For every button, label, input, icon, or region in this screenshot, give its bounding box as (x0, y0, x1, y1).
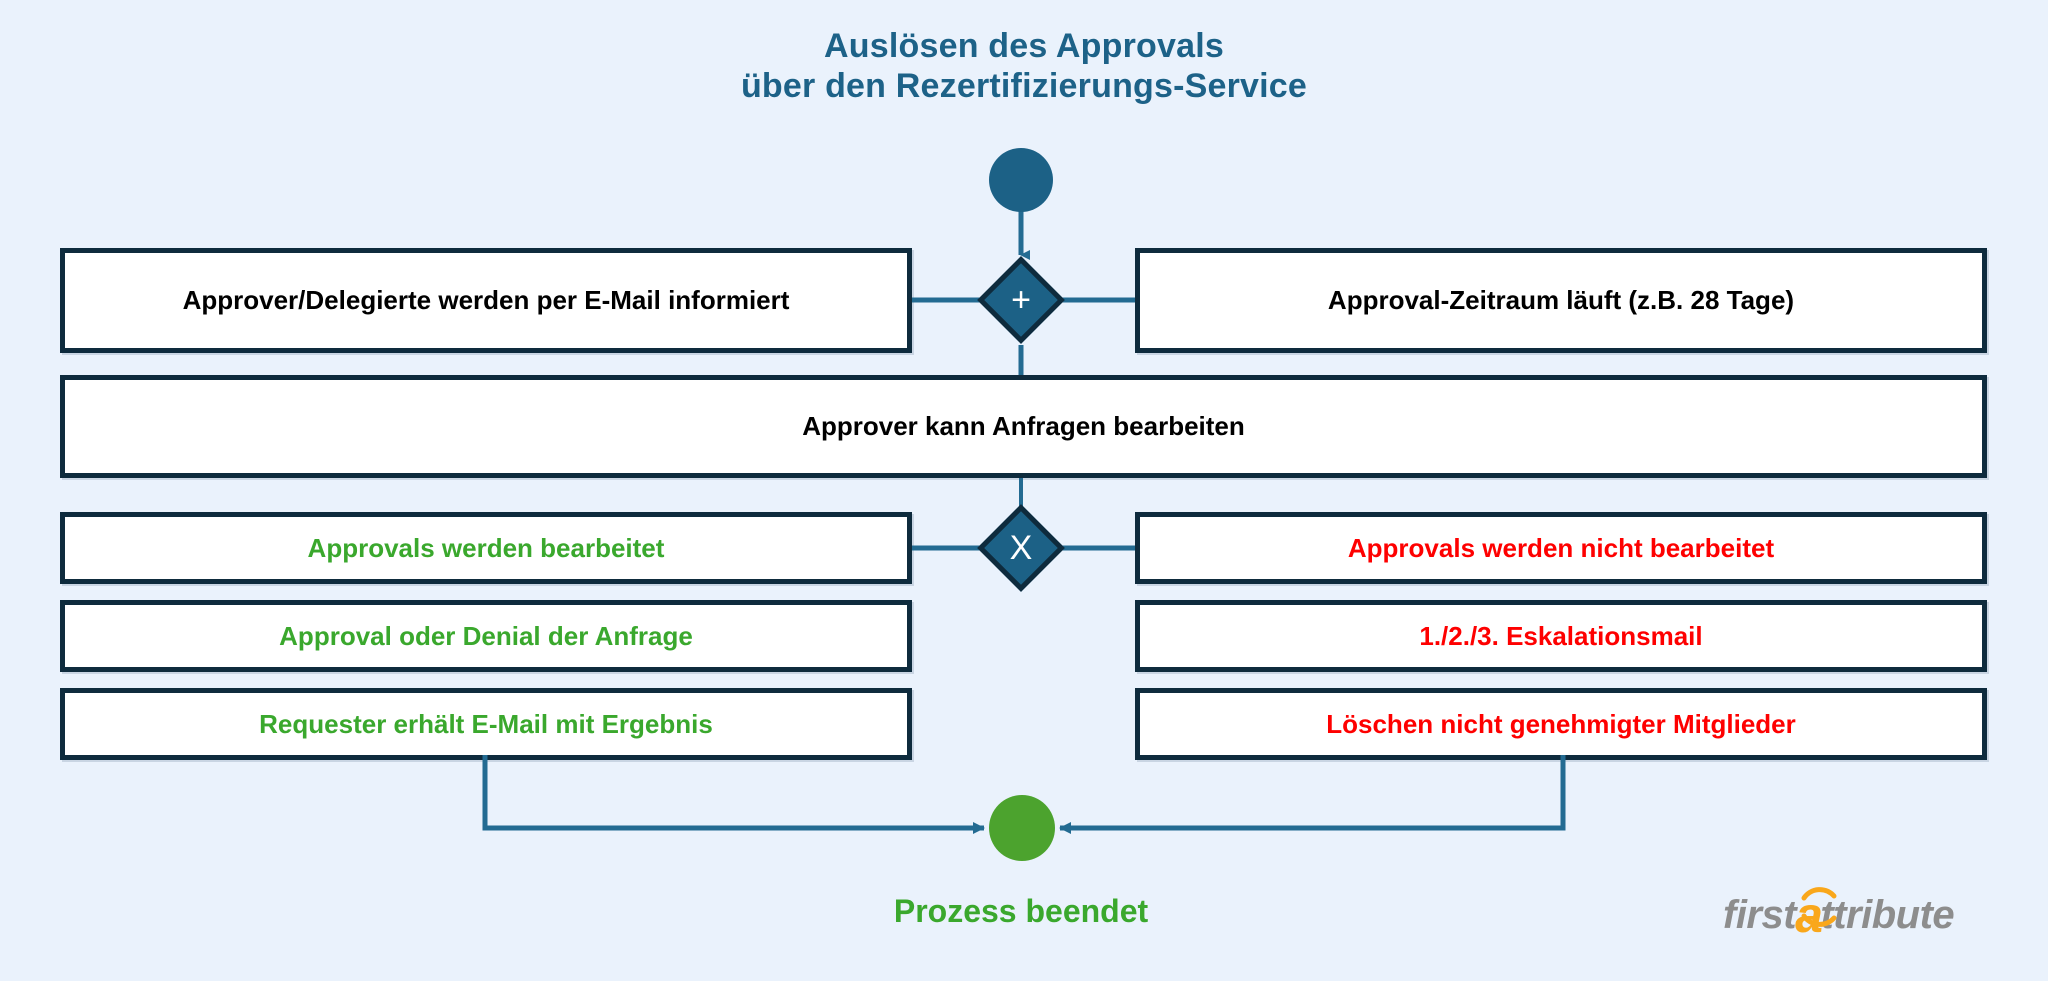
logo-text-first: first (1723, 893, 1797, 937)
flow-left-branch-to-end-event (482, 755, 985, 834)
task-label: Approval-Zeitraum läuft (z.B. 28 Tage) (1327, 285, 1795, 315)
task-label: 1./2./3. Eskalationsmail (1419, 620, 1703, 651)
task-label: Approvals werden nicht bearbeitet (1347, 532, 1775, 563)
task-label: Approvals werden bearbeitet (307, 532, 665, 563)
task-approval-zeitraum[interactable]: Approval-Zeitraum läuft (z.B. 28 Tage) (1135, 248, 1987, 353)
task-eskalationsmail[interactable]: 1./2./3. Eskalationsmail (1135, 600, 1987, 672)
task-approvals-werden-nicht-bearbeitet[interactable]: Approvals werden nicht bearbeitet (1135, 512, 1987, 584)
end-event-node[interactable] (989, 795, 1055, 861)
logo-at-letter: a (1795, 887, 1823, 943)
title-line-2: über den Rezertifizierungs-Service (740, 67, 1308, 106)
at-ring-icon (1801, 887, 1837, 927)
task-approver-delegierte-email[interactable]: Approver/Delegierte werden per E-Mail in… (60, 248, 912, 353)
start-event-node[interactable] (989, 148, 1053, 212)
task-label: Approver kann Anfragen bearbeiten (802, 411, 1245, 441)
at-sign-icon: a (1795, 886, 1837, 944)
logo-text-ttribute: ttribute (1820, 893, 1955, 937)
task-approver-kann-anfragen-bearbeiten[interactable]: Approver kann Anfragen bearbeiten (60, 375, 1987, 478)
task-requester-erhaelt-email[interactable]: Requester erhält E-Mail mit Ergebnis (60, 688, 912, 760)
flow-right-branch-to-end-event (1059, 755, 1566, 834)
task-label: Approver/Delegierte werden per E-Mail in… (182, 285, 790, 315)
task-label: Approval oder Denial der Anfrage (279, 620, 693, 651)
end-event-label: Prozess beendet (893, 893, 1149, 929)
task-approvals-werden-bearbeitet[interactable]: Approvals werden bearbeitet (60, 512, 912, 584)
title-line-1: Auslösen des Approvals (824, 27, 1224, 65)
task-label: Löschen nicht genehmigter Mitglieder (1326, 708, 1796, 739)
page-title: Auslösen des Approvals über den Rezertif… (0, 26, 2048, 106)
exclusive-gateway-icon[interactable] (977, 504, 1065, 592)
task-loeschen-nicht-genehmigter-mitglieder[interactable]: Löschen nicht genehmigter Mitglieder (1135, 688, 1987, 760)
task-label: Requester erhält E-Mail mit Ergebnis (259, 708, 713, 739)
task-approval-oder-denial[interactable]: Approval oder Denial der Anfrage (60, 600, 912, 672)
parallel-gateway-icon[interactable] (977, 256, 1065, 344)
